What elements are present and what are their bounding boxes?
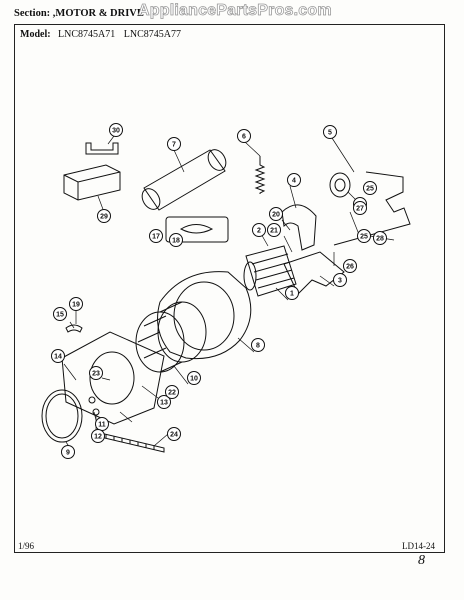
callout-2: 2: [252, 223, 266, 237]
callout-label: 30: [112, 128, 120, 135]
callout-8: 8: [251, 338, 265, 352]
callout-29: 29: [97, 209, 111, 223]
callout-label: 24: [170, 432, 178, 439]
pad-part: [63, 164, 121, 201]
callout-12: 12: [91, 429, 105, 443]
watermark-logo: AppliancePartsPros.com: [138, 2, 332, 20]
small-clip-part: [65, 324, 83, 333]
callout-26: 26: [343, 259, 357, 273]
roller-part: [329, 172, 351, 198]
rod-part: [333, 171, 411, 246]
bracket-part: [85, 142, 119, 155]
callout-20: 20: [269, 207, 283, 221]
leader-lines: [63, 135, 395, 449]
callout-21: 21: [267, 223, 281, 237]
cylinder-part: [141, 149, 227, 211]
section-title: Section: ,MOTOR & DRIVE: [14, 8, 144, 19]
callout-label: 2: [257, 228, 261, 235]
callout-15: 15: [53, 307, 67, 321]
callout-label: 1: [290, 291, 294, 298]
section-label: Section:: [14, 8, 51, 19]
cover-plate-part: [61, 331, 165, 425]
model-number-1: LNC8745A71: [58, 29, 116, 40]
callout-14: 14: [51, 349, 65, 363]
diagram-code: LD14-24: [402, 541, 435, 551]
callout-label: 26: [346, 264, 354, 271]
callout-1: 1: [285, 286, 299, 300]
callout-label: 17: [152, 234, 160, 241]
blower-wheel-part: [135, 301, 207, 373]
callout-10: 10: [187, 371, 201, 385]
spring-part: [254, 156, 266, 194]
callout-11: 11: [95, 417, 109, 431]
callout-label: 19: [72, 302, 80, 309]
callout-7: 7: [167, 137, 181, 151]
callout-22: 22: [165, 385, 179, 399]
callout-label: 25: [360, 234, 368, 241]
callout-17: 17: [149, 229, 163, 243]
callout-5: 5: [323, 125, 337, 139]
callout-28: 28: [373, 231, 387, 245]
callout-label: 22: [168, 390, 176, 397]
callout-3: 3: [333, 273, 347, 287]
clip-group-box: [165, 216, 229, 243]
callout-label: 29: [100, 214, 108, 221]
callout-label: 18: [172, 238, 180, 245]
callout-label: 25: [366, 186, 374, 193]
callout-label: 20: [272, 212, 280, 219]
callout-18: 18: [169, 233, 183, 247]
callout-4: 4: [287, 173, 301, 187]
callout-30: 30: [109, 123, 123, 137]
callout-label: 13: [160, 400, 168, 407]
callout-label: 28: [376, 236, 384, 243]
callout-label: 15: [56, 312, 64, 319]
callout-label: 5: [328, 130, 332, 137]
callout-6: 6: [237, 129, 251, 143]
seal-ring-part: [41, 389, 83, 443]
callout-label: 7: [172, 142, 176, 149]
exploded-parts-diagram: 1234567891011121314151617181920212223242…: [41, 123, 411, 459]
callout-13: 13: [157, 395, 171, 409]
callout-label: 11: [98, 422, 106, 429]
callout-markers: 1234567891011121314151617181920212223242…: [51, 123, 387, 459]
callout-label: 6: [242, 134, 246, 141]
revision-date: 1/96: [18, 541, 35, 551]
section-value: ,MOTOR & DRIVE: [52, 8, 144, 19]
diagram-frame: [14, 24, 445, 553]
model-label: Model:: [20, 29, 51, 40]
callout-label: 10: [190, 376, 198, 383]
model-line: Model: LNC8745A71 LNC8745A77: [20, 29, 187, 40]
callout-9: 9: [61, 445, 75, 459]
callout-label: 12: [94, 434, 102, 441]
callout-25: 25: [357, 229, 371, 243]
callout-label: 3: [338, 278, 342, 285]
callout-24: 24: [167, 427, 181, 441]
callout-label: 23: [92, 371, 100, 378]
callout-label: 27: [356, 206, 364, 213]
parts-art: [41, 142, 411, 453]
callout-label: 8: [256, 343, 260, 350]
callout-27: 27: [353, 201, 367, 215]
motor-part: [243, 245, 297, 297]
callout-label: 9: [66, 450, 70, 457]
callout-23: 23: [89, 366, 103, 380]
callout-label: 21: [270, 228, 278, 235]
motor-bracket-part: [281, 204, 317, 251]
callout-25: 25: [363, 181, 377, 195]
callout-label: 14: [54, 354, 62, 361]
callout-19: 19: [69, 297, 83, 311]
callout-label: 4: [292, 178, 296, 185]
page-number: 8: [418, 553, 425, 568]
model-number-2: LNC8745A77: [123, 29, 182, 40]
